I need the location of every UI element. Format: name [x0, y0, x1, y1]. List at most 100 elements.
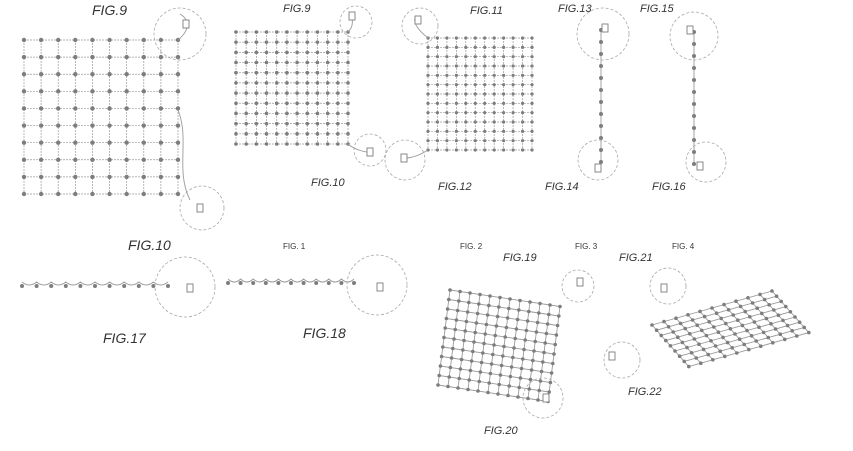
bulb-node	[599, 100, 603, 104]
bulb-node	[599, 40, 603, 44]
bulb-node	[692, 90, 696, 94]
bulb-node	[697, 342, 701, 347]
bulb-node	[158, 72, 164, 77]
bulb-node	[494, 324, 499, 328]
bulb-node	[483, 129, 487, 133]
bulb-node	[473, 45, 477, 49]
bulb-node	[785, 323, 790, 328]
bulb-node	[234, 30, 238, 34]
bulb-node	[141, 157, 146, 162]
bulb-node	[244, 121, 248, 126]
bulb-node	[264, 101, 269, 106]
fig21-label: FIG.21	[619, 252, 653, 264]
bulb-node	[158, 123, 164, 128]
bulb-node	[435, 111, 440, 115]
bulb-node	[448, 365, 453, 370]
bulb-node	[426, 129, 430, 133]
bulb-node	[346, 81, 350, 85]
bulb-node	[254, 60, 259, 65]
bulb-node	[454, 36, 458, 40]
bulb-node	[315, 91, 320, 95]
bulb-node	[274, 50, 279, 55]
bulb-node	[517, 308, 521, 312]
bulb-node	[336, 121, 340, 126]
detail-circle	[339, 5, 373, 39]
bulb-node	[445, 36, 449, 40]
bulb-node	[747, 347, 751, 352]
bulb-node	[738, 304, 743, 309]
plug-connector	[414, 15, 422, 25]
bulb-node	[244, 50, 248, 55]
bulb-node	[513, 336, 517, 341]
bulb-node	[530, 45, 534, 49]
fig14-label: FIG.14	[545, 181, 579, 193]
bulb-node	[254, 81, 259, 85]
bulb-node	[274, 121, 279, 126]
bulb-node	[254, 40, 259, 44]
bulb-node	[346, 111, 350, 116]
bulb-node	[692, 337, 697, 341]
bulb-node	[325, 40, 330, 44]
bulb-node	[445, 101, 449, 105]
bulb-node	[504, 325, 509, 330]
fig18-horizontal-light-strand	[226, 278, 384, 292]
bulb-node	[464, 111, 468, 115]
bulb-node	[234, 81, 238, 85]
bulb-node	[251, 281, 256, 285]
bulb-node	[175, 54, 181, 60]
bulb-node	[464, 73, 468, 77]
bulb-node	[492, 148, 496, 152]
bulb-node	[442, 335, 446, 340]
bulb-node	[124, 140, 129, 145]
bulb-node	[543, 341, 547, 345]
bulb-node	[285, 70, 289, 75]
bulb-node	[90, 106, 95, 111]
bulb-node	[107, 284, 112, 288]
bulb-node	[254, 70, 259, 75]
bulb-node	[449, 356, 454, 360]
bulb-node	[90, 89, 95, 94]
bulb-node	[73, 72, 78, 77]
bulb-node	[315, 101, 320, 106]
fig13-label: FIG.13	[558, 3, 592, 15]
bulb-node	[534, 330, 539, 334]
bulb-node	[336, 50, 340, 55]
bulb-node	[465, 310, 470, 314]
bulb-node	[530, 129, 534, 133]
bulb-node	[136, 284, 141, 288]
bulb-node	[528, 377, 533, 382]
bulb-node	[445, 139, 449, 143]
bulb-node	[426, 55, 430, 59]
bulb-node	[530, 73, 534, 77]
bulb-node	[692, 66, 696, 70]
bulb-node	[498, 373, 503, 377]
bulb-node	[141, 191, 146, 197]
plug-connector	[601, 23, 609, 33]
bulb-node	[435, 83, 440, 87]
detail-circle	[384, 139, 426, 181]
bulb-node	[536, 398, 540, 402]
bulb-node	[483, 332, 488, 336]
plug-connector	[376, 282, 384, 292]
bulb-node	[38, 106, 44, 111]
bulb-node	[234, 50, 238, 55]
bulb-node	[482, 341, 486, 346]
bulb-node	[487, 303, 491, 308]
bulb-node	[56, 54, 61, 60]
bulb-node	[760, 311, 764, 316]
bulb-node	[716, 330, 721, 335]
bulb-node	[502, 45, 506, 49]
bulb-node	[520, 83, 525, 87]
bulb-node	[745, 328, 749, 333]
bulb-node	[21, 157, 27, 162]
bulb-node	[770, 289, 774, 293]
fig16-label: FIG.16	[652, 181, 686, 193]
bulb-node	[733, 332, 737, 336]
fig-1-label: FIG. 1	[283, 242, 306, 251]
bulb-node	[426, 45, 430, 49]
bulb-node	[56, 157, 61, 162]
bulb-node	[473, 36, 477, 40]
bulb-node	[547, 312, 551, 317]
bulb-node	[254, 142, 259, 146]
bulb-node	[445, 55, 449, 59]
